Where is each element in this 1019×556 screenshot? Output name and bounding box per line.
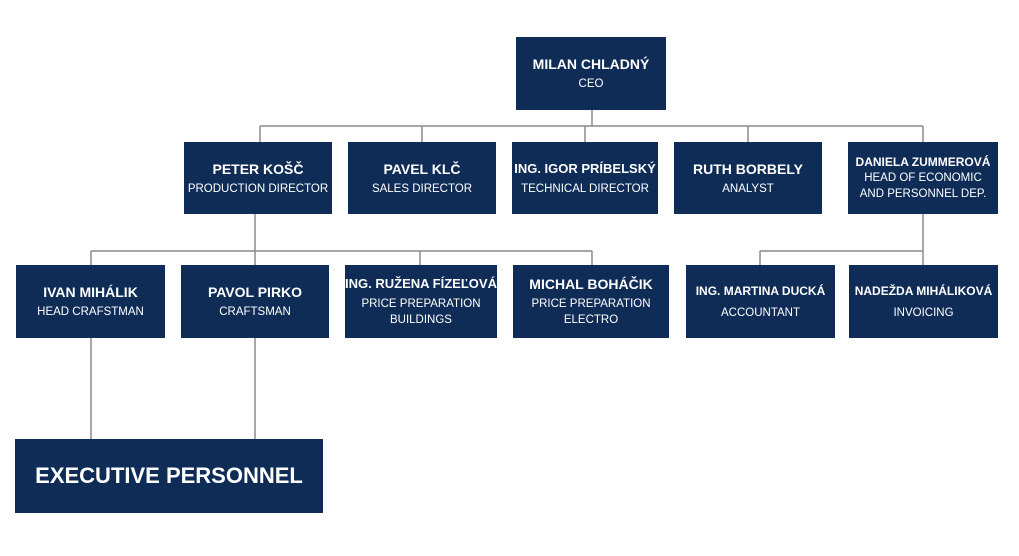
staff-role: PRICE PREPARATION BUILDINGS xyxy=(361,298,481,326)
staff-role: PRICE PREPARATION ELECTRO xyxy=(531,298,651,326)
director-name: ING. IGOR PRÍBELSKÝ xyxy=(514,160,656,176)
staff-name: PAVOL PIRKO xyxy=(207,284,303,300)
staff-box-invoicing: NADEŽDA MIHÁLIKOVÁ INVOICING xyxy=(849,265,998,338)
executive-personnel-box: EXECUTIVE PERSONNEL xyxy=(15,439,323,513)
staff-box-accountant: ING. MARTINA DUCKÁ ACCOUNTANT xyxy=(686,265,835,338)
director-role: TECHNICAL DIRECTOR xyxy=(521,182,649,195)
staff-role: HEAD CRAFSTMAN xyxy=(37,306,144,318)
staff-name: MICHAL BOHÁČIK xyxy=(529,276,653,292)
director-name: RUTH BORBELY xyxy=(693,160,803,177)
director-box-analyst: RUTH BORBELY ANALYST xyxy=(674,142,822,214)
director-name: DANIELA ZUMMEROVÁ xyxy=(855,155,991,169)
director-role: ANALYST xyxy=(722,182,774,195)
executive-personnel-label: EXECUTIVE PERSONNEL xyxy=(35,463,303,488)
staff-box-head-craftsman: IVAN MIHÁLIK HEAD CRAFSTMAN xyxy=(16,265,165,338)
staff-role: INVOICING xyxy=(893,306,954,319)
staff-role: ACCOUNTANT xyxy=(720,306,800,319)
staff-name: NADEŽDA MIHÁLIKOVÁ xyxy=(854,283,993,298)
director-box-technical: ING. IGOR PRÍBELSKÝ TECHNICAL DIRECTOR xyxy=(512,142,658,214)
director-role: HEAD OF ECONOMIC AND PERSONNEL DEP. xyxy=(859,172,987,200)
staff-name: ING. RUŽENA FÍZEĽOVÁ xyxy=(345,276,497,291)
ceo-role: CEO xyxy=(578,78,604,90)
director-box-sales: PAVEL KLČ SALES DIRECTOR xyxy=(348,142,496,214)
staff-box-price-buildings: ING. RUŽENA FÍZEĽOVÁ PRICE PREPARATION B… xyxy=(345,265,497,338)
director-role: SALES DIRECTOR xyxy=(371,182,473,195)
director-name: PAVEL KLČ xyxy=(383,160,461,177)
ceo-name: MILAN CHLADNÝ xyxy=(532,56,650,72)
director-box-economic: DANIELA ZUMMEROVÁ HEAD OF ECONOMIC AND P… xyxy=(848,142,998,214)
staff-box-price-electro: MICHAL BOHÁČIK PRICE PREPARATION ELECTRO xyxy=(513,265,669,338)
staff-name: IVAN MIHÁLIK xyxy=(43,284,138,300)
staff-role: CRAFTSMAN xyxy=(219,306,291,318)
director-role: PRODUCTION DIRECTOR xyxy=(187,182,329,195)
staff-name: ING. MARTINA DUCKÁ xyxy=(695,283,826,298)
director-box-production: PETER KOŠČ PRODUCTION DIRECTOR xyxy=(184,142,332,214)
staff-box-craftsman: PAVOL PIRKO CRAFTSMAN xyxy=(181,265,329,338)
director-name: PETER KOŠČ xyxy=(212,160,304,177)
ceo-box: MILAN CHLADNÝ CEO xyxy=(516,37,666,110)
